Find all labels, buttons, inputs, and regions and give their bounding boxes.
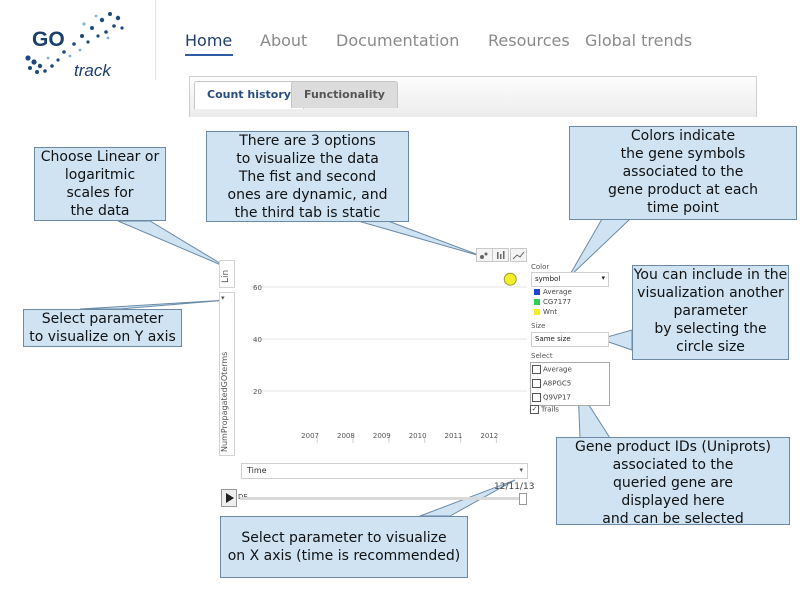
callout-y-axis: Select parameter to visualize on Y axis: [23, 309, 182, 347]
x-tick-label: 2012: [480, 432, 498, 440]
callout-colors: Colors indicate the gene symbols associa…: [569, 126, 797, 220]
logo-track-text: track: [74, 61, 112, 80]
y-scale-label: Lin: [221, 269, 231, 283]
callout-viz-options: There are 3 options to visualize the dat…: [206, 131, 409, 222]
x-tick-label: 2011: [445, 432, 463, 440]
trails-label: Trails: [541, 405, 559, 414]
color-label: Color: [531, 263, 550, 271]
nav-resources[interactable]: Resources: [488, 31, 570, 50]
callout-x-axis: Select parameter to visualize on X axis …: [220, 516, 468, 578]
logo-go-text: GO: [32, 28, 65, 51]
gotrack-logo[interactable]: GO track: [22, 6, 132, 84]
bubble-chart: 20 40 60 2007 2008 2009 2010 2011 2012: [251, 272, 527, 443]
gene-product-item[interactable]: Average: [532, 365, 608, 374]
legend-item: Average: [534, 287, 572, 297]
data-bubble[interactable]: [503, 272, 517, 286]
logo-dots-graphic: GO track: [25, 12, 124, 80]
x-tick-label: 2009: [373, 432, 391, 440]
header-divider: [155, 0, 156, 80]
x-tick-label: 2010: [409, 432, 427, 440]
color-select-value: symbol: [535, 275, 561, 283]
callout-scale: Choose Linear or logaritmic scales for t…: [34, 147, 166, 221]
nav-home[interactable]: Home: [185, 31, 233, 50]
callout-gene-ids: Gene product IDs (Uniprots) associated t…: [556, 437, 790, 527]
y-axis-param-label: NumPropagatedGOterms: [220, 351, 229, 452]
size-select-value: Same size: [535, 335, 571, 343]
chevron-down-icon: ▾: [221, 294, 225, 302]
bar-chart-icon[interactable]: [492, 248, 509, 262]
x-axis-selector[interactable]: Time ▾: [241, 463, 528, 479]
nav-about[interactable]: About: [260, 31, 308, 50]
color-select[interactable]: symbol ▾: [531, 272, 609, 287]
chevron-down-icon: ▾: [601, 274, 605, 282]
legend-item: Wnt: [534, 307, 572, 317]
time-slider-track[interactable]: [240, 497, 526, 500]
x-tick-label: 2008: [337, 432, 355, 440]
size-label: Size: [531, 322, 546, 330]
legend-item: CG7177: [534, 297, 572, 307]
gene-product-item[interactable]: Q9VP17: [532, 393, 608, 402]
line-chart-icon[interactable]: [510, 248, 527, 262]
select-label: Select: [531, 352, 553, 360]
color-legend: Average CG7177 Wnt: [534, 287, 572, 317]
y-axis-selector[interactable]: [219, 292, 235, 456]
nav-global-trends[interactable]: Global trends: [585, 31, 693, 50]
trails-checkbox[interactable]: ✓Trails: [530, 405, 559, 414]
y-scale-selector[interactable]: [219, 260, 235, 288]
gene-product-item[interactable]: A8PGC5: [532, 379, 608, 388]
y-tick-label: 40: [253, 336, 262, 344]
current-date: 12/11/13: [494, 482, 535, 492]
nav-active-underline: [185, 54, 233, 56]
tab-count-history[interactable]: Count history: [194, 81, 304, 109]
play-button[interactable]: [221, 489, 237, 507]
chevron-down-icon: ▾: [519, 466, 523, 474]
callout-circle-size: You can include in the visualization ano…: [632, 265, 789, 360]
x-tick-label: 2007: [301, 432, 319, 440]
time-slider-handle[interactable]: [519, 493, 527, 505]
nav-documentation[interactable]: Documentation: [336, 31, 460, 50]
x-axis-param-label: Time: [247, 466, 267, 475]
size-select[interactable]: Same size: [531, 332, 609, 347]
gene-product-list: Average A8PGC5 Q9VP17: [530, 362, 610, 406]
y-tick-label: 20: [253, 388, 262, 396]
tab-functionality[interactable]: Functionality: [291, 81, 398, 108]
y-tick-label: 60: [253, 284, 262, 292]
